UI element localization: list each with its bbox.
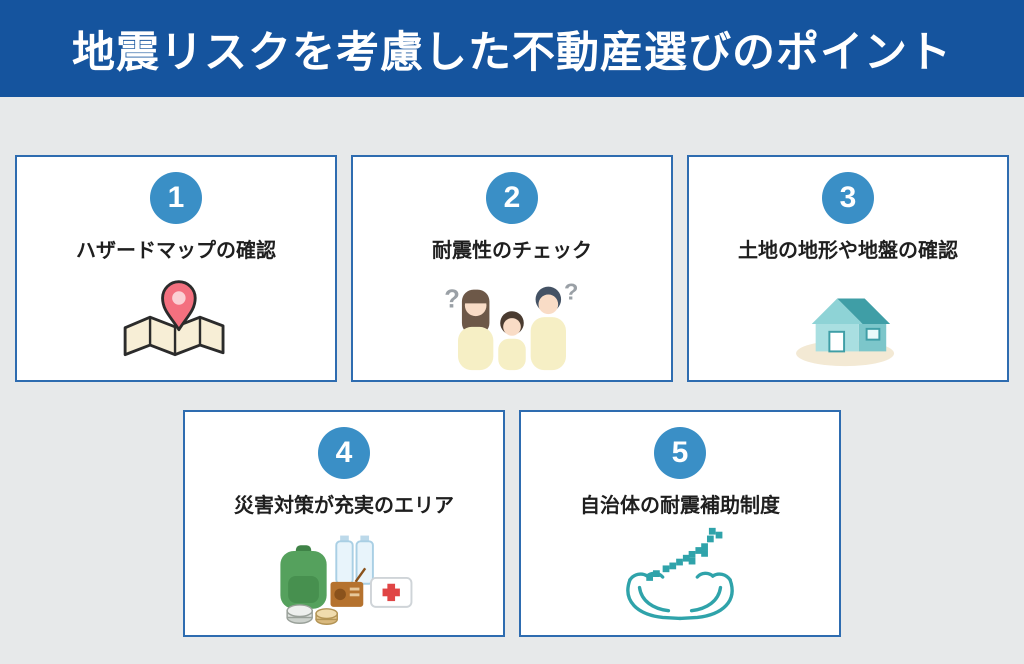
card-label-hazard-map: ハザードマップの確認 xyxy=(76,240,276,262)
card-municipal-subsidy: 5 自治体の耐震補助制度 xyxy=(519,410,841,637)
card-label-municipal-subsidy: 自治体の耐震補助制度 xyxy=(580,495,780,517)
card-label-earthquake-resistance: 耐震性のチェック xyxy=(432,240,592,262)
card-land-ground: 3 土地の地形や地盤の確認 xyxy=(687,155,1009,382)
number-badge-5: 5 xyxy=(654,427,706,479)
number-badge-4: 4 xyxy=(318,427,370,479)
cards-row-top: 1 ハザードマップの確認 2 耐震性のチェック ? ? xyxy=(0,155,1024,382)
card-disaster-prepared-area: 4 災害対策が充実のエリア xyxy=(183,410,505,637)
hands-holding-japan-icon xyxy=(626,527,734,620)
emergency-supplies-icon xyxy=(280,535,413,625)
house-on-ground-icon xyxy=(796,297,895,366)
svg-text:?: ? xyxy=(444,285,460,313)
svg-text:?: ? xyxy=(564,278,578,304)
header-banner: 地震リスクを考慮した不動産選びのポイント xyxy=(0,0,1024,97)
cards-row-bottom: 4 災害対策が充実のエリア xyxy=(0,410,1024,637)
number-badge-1: 1 xyxy=(150,172,202,224)
hazard-map-pin-icon xyxy=(123,279,225,356)
number-badge-3: 3 xyxy=(822,172,874,224)
page-title: 地震リスクを考慮した不動産選びのポイント xyxy=(72,28,952,77)
card-earthquake-resistance: 2 耐震性のチェック ? ? xyxy=(351,155,673,382)
card-label-disaster-prepared-area: 災害対策が充実のエリア xyxy=(234,495,454,517)
family-thinking-icon: ? ? xyxy=(444,278,578,370)
card-hazard-map: 1 ハザードマップの確認 xyxy=(15,155,337,382)
number-badge-2: 2 xyxy=(486,172,538,224)
card-label-land-ground: 土地の地形や地盤の確認 xyxy=(738,240,958,262)
